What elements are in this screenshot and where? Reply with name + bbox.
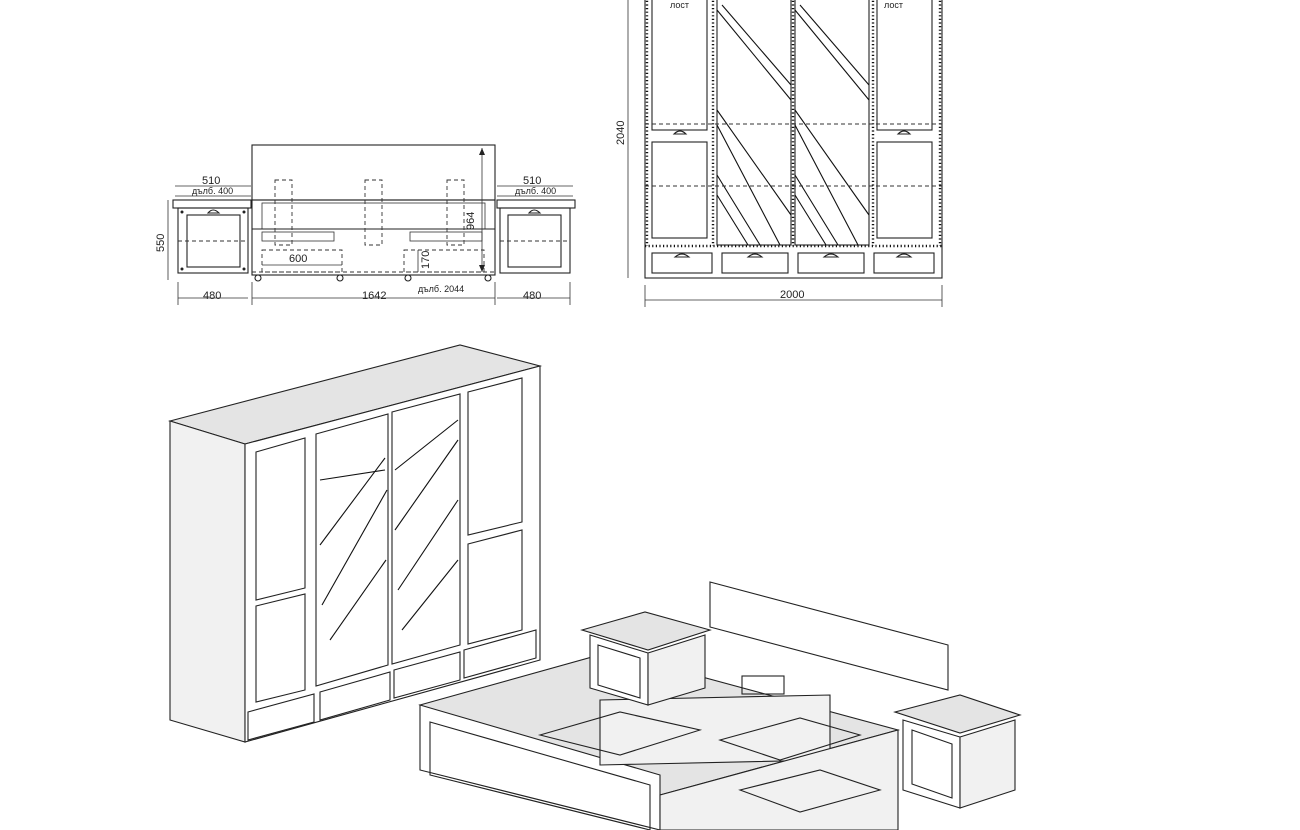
iso-mirror-right	[391, 393, 461, 665]
nightstand-depth-right: дълб. 400	[515, 186, 556, 196]
nightstand-left-front: 510 дълб. 400 550 480	[155, 175, 252, 305]
nightstand-right-front: 510 дълб. 400 480	[496, 175, 576, 305]
nightstand-isometric-right	[893, 694, 1022, 809]
wardrobe-height-label: 2040	[615, 121, 627, 145]
mirror-door-left	[716, 0, 792, 246]
iso-headboard	[709, 581, 949, 691]
wardrobe-outline	[644, 0, 943, 279]
iso-mirror-left	[315, 413, 389, 687]
nightstand-base-left: 480	[203, 290, 221, 302]
bed-depth-label: дълб. 2044	[418, 284, 464, 294]
bed-drawer-right	[403, 249, 485, 273]
nightstand-width-right: 510	[523, 175, 541, 187]
bed-width-label: 1642	[362, 290, 386, 302]
nightstand-base-right: 480	[523, 290, 541, 302]
mirror-door-right	[794, 0, 870, 246]
headboard-outline	[251, 144, 496, 201]
bed-front-view: 964 600 170 1642 дълб. 2044	[251, 144, 496, 305]
nightstand-isometric-left	[580, 611, 712, 706]
bed-rail	[261, 202, 486, 230]
nightstand-height-label: 550	[155, 234, 167, 252]
shelf-label-right: лост	[884, 0, 903, 10]
shelf-label-left: лост	[670, 0, 689, 10]
drawer-height-label: 170	[420, 251, 432, 269]
wardrobe-width-label: 2000	[780, 289, 804, 301]
nightstand-width-left: 510	[202, 175, 220, 187]
nightstand-depth-left: дълб. 400	[192, 186, 233, 196]
bed-isometric	[418, 581, 949, 830]
wardrobe-front-view: лост лост	[615, 0, 943, 307]
wardrobe-isometric	[167, 344, 543, 743]
bed-frame	[251, 199, 496, 276]
drawer-width-label: 600	[289, 253, 307, 265]
headboard-height-label: 964	[465, 212, 477, 230]
